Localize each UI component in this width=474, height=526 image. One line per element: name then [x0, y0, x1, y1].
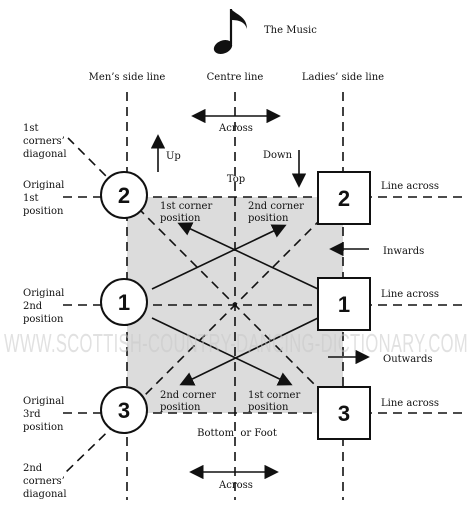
lady-dancers: 2 1 3 — [317, 171, 371, 440]
second-diag-label-1: 2nd — [23, 463, 43, 474]
corner-tr-label-2: position — [248, 213, 289, 224]
corner-bl-label-2: position — [160, 402, 201, 413]
line-across-label-1: Line across — [381, 181, 439, 192]
orig1-label-1: Original — [23, 180, 64, 191]
lady-1-square — [317, 277, 371, 331]
arrow-man1-to-tr — [151, 224, 287, 290]
music-note-icon — [213, 9, 247, 54]
across-bottom-label: Across — [218, 480, 253, 491]
arrow-man1-to-br — [151, 317, 293, 386]
orig3-label-3: position — [23, 422, 64, 433]
corner-br-label-2: position — [248, 402, 289, 413]
line-across-label-3: Line across — [381, 398, 439, 409]
second-diag-label-2: corners’ — [23, 476, 65, 487]
man-3-number: 3 — [118, 398, 130, 423]
man-2-number: 2 — [118, 183, 130, 208]
watermark-text: WWW.SCOTTISH-COUNTRY-DANCING-DICTIONARY.… — [4, 328, 468, 358]
man-3-circle — [100, 386, 148, 434]
corner-position-labels: 1st corner position 2nd corner position … — [160, 201, 304, 413]
man-1-number: 1 — [118, 290, 130, 315]
ladies-side-line-label: Ladies’ side line — [302, 72, 384, 83]
lady-3-number: 3 — [338, 401, 350, 426]
second-diag-label-3: diagonal — [23, 489, 67, 500]
music-label: The Music — [264, 25, 317, 36]
centre-line-label: Centre line — [207, 72, 264, 83]
orig3-label-2: 3rd — [23, 409, 41, 420]
arrow-lady1-to-bl — [179, 317, 319, 386]
diagonal-2 — [126, 196, 344, 414]
bottom-label: Bottom or Foot — [197, 428, 277, 439]
orig3-label-1: Original — [23, 396, 64, 407]
man-1-circle — [100, 278, 148, 326]
outwards-label: Outwards — [383, 354, 433, 365]
lady-2-number: 2 — [338, 186, 350, 211]
left-labels: 1st corners’ diagonal Original 1st posit… — [23, 123, 67, 500]
up-label: Up — [166, 151, 181, 162]
first-diag-label-2: corners’ — [23, 136, 65, 147]
down-label: Down — [263, 150, 293, 161]
first-diag-label-3: diagonal — [23, 149, 67, 160]
direction-arrows — [150, 108, 370, 480]
corner-tl-label-1: 1st corner — [160, 201, 212, 212]
arrow-lady1-to-tl — [177, 222, 319, 290]
orig2-label-2: 2nd — [23, 301, 43, 312]
lady-3-square — [317, 386, 371, 440]
corner-tl-label-2: position — [160, 213, 201, 224]
corner-arrows — [151, 222, 319, 386]
first-diag-label-1: 1st — [23, 123, 39, 134]
across-top-label: Across — [218, 123, 253, 134]
orig2-label-1: Original — [23, 288, 64, 299]
men-dancers: 2 1 3 — [100, 171, 148, 434]
corner-tr-label-1: 2nd corner — [248, 201, 304, 212]
men-side-line-label: Men’s side line — [89, 72, 166, 83]
inwards-label: Inwards — [383, 246, 424, 257]
orig1-label-2: 1st — [23, 193, 39, 204]
orig1-label-3: position — [23, 206, 64, 217]
corner-br-label-1: 1st corner — [248, 390, 300, 401]
man-2-circle — [100, 171, 148, 219]
lady-1-number: 1 — [338, 292, 350, 317]
top-label: Top — [227, 174, 245, 185]
line-across-label-2: Line across — [381, 289, 439, 300]
corner-bl-label-1: 2nd corner — [160, 390, 216, 401]
lady-2-square — [317, 171, 371, 225]
orig2-label-3: position — [23, 314, 64, 325]
